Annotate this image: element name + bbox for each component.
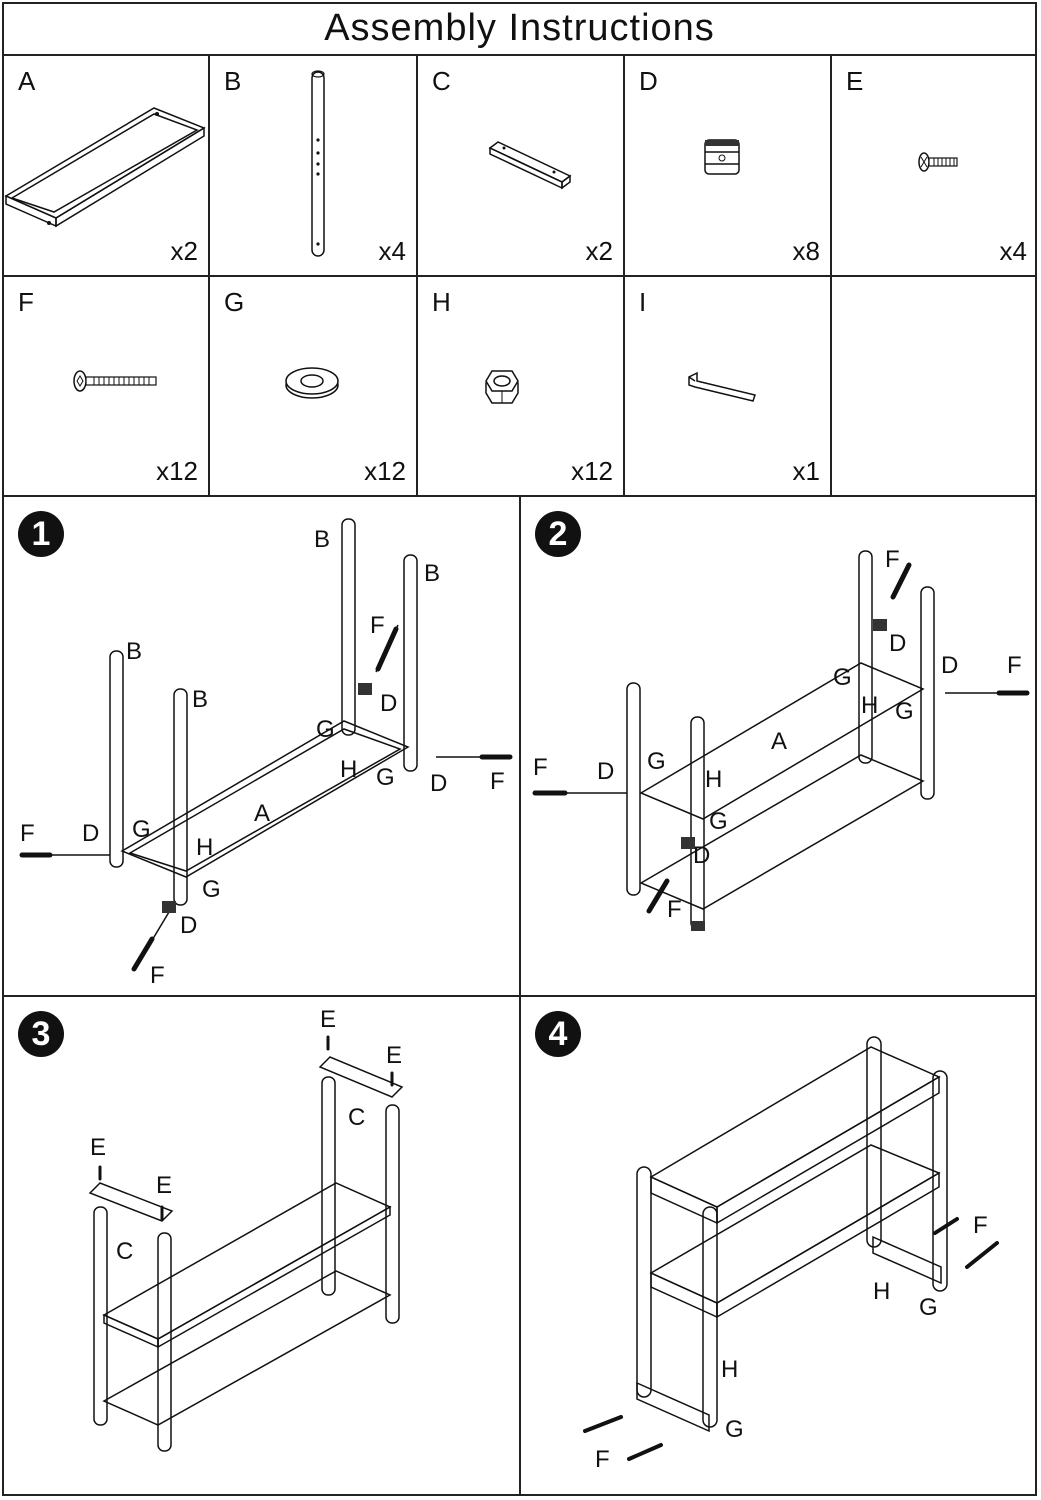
step-3-diagram: [88, 1035, 404, 1452]
part-qty: x2: [585, 236, 613, 266]
part-cell-b: B x4: [210, 56, 416, 275]
part-qty: x12: [156, 456, 198, 486]
clamp-connector-icon: [704, 139, 740, 175]
part-qty: x4: [999, 236, 1027, 266]
divider: [2, 275, 1037, 277]
hex-nut-icon: [485, 370, 519, 404]
part-qty: x8: [792, 236, 820, 266]
step-4-diagram: [583, 1036, 999, 1461]
divider: [2, 54, 1037, 56]
step-number-badge: 4: [535, 1011, 581, 1057]
step-1-panel: 1 B B B B F D G H G D: [4, 497, 519, 995]
divider: [416, 54, 418, 495]
step-2-diagram: [532, 550, 1030, 931]
part-cell-i: I x1: [625, 277, 830, 495]
part-cell-d: D x8: [625, 56, 830, 275]
part-qty: x2: [170, 236, 198, 266]
divider: [830, 54, 832, 495]
part-qty: x12: [364, 456, 406, 486]
step-number-badge: 3: [18, 1011, 64, 1057]
step-1-diagram: [19, 518, 513, 972]
step-3-panel: 3 E E C E E C: [4, 997, 519, 1496]
step-number-badge: 2: [535, 511, 581, 557]
shelf-frame-icon: [4, 107, 206, 228]
part-letter: D: [639, 66, 658, 96]
part-cell-g: G x12: [210, 277, 416, 495]
divider: [519, 495, 521, 1496]
part-qty: x4: [378, 236, 406, 266]
part-letter: E: [846, 66, 864, 96]
short-screw-icon: [918, 152, 958, 172]
long-bolt-icon: [73, 370, 157, 392]
part-letter: A: [18, 66, 36, 96]
part-letter: G: [224, 287, 245, 317]
part-letter: C: [432, 66, 451, 96]
step-number-badge: 1: [18, 511, 64, 557]
part-cell-f: F x12: [4, 277, 208, 495]
part-cell-e: E x4: [832, 56, 1037, 275]
part-cell-empty: [832, 277, 1037, 495]
part-qty: x1: [792, 456, 820, 486]
part-letter: H: [432, 287, 451, 317]
divider: [208, 54, 210, 495]
leg-tube-icon: [311, 70, 325, 257]
part-cell-h: H x12: [418, 277, 623, 495]
allen-key-icon: [688, 371, 756, 402]
page-title: Assembly Instructions: [324, 6, 715, 49]
part-letter: B: [224, 66, 242, 96]
part-letter: I: [639, 287, 647, 317]
angle-bracket-icon: [488, 141, 572, 190]
part-letter: F: [18, 287, 34, 317]
step-2-panel: 2 F D D F G H G A F D G: [521, 497, 1037, 995]
part-qty: x12: [571, 456, 613, 486]
part-cell-a: A x2: [4, 56, 208, 275]
part-cell-c: C x2: [418, 56, 623, 275]
divider: [623, 54, 625, 495]
step-4-panel: 4 F H G H G F: [521, 997, 1037, 1496]
washer-icon: [285, 367, 339, 399]
